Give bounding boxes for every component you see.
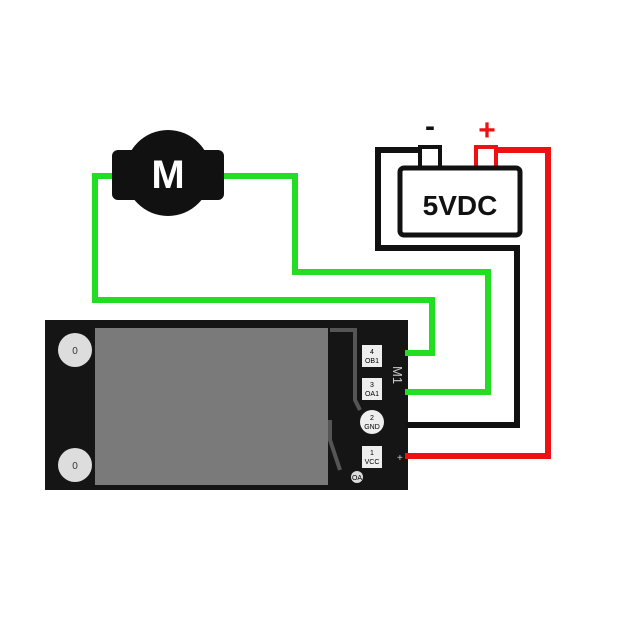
pin-number: 3 <box>370 382 374 389</box>
ground-wire <box>375 147 520 428</box>
mounting-hole <box>58 333 92 367</box>
mounting-hole <box>58 448 92 482</box>
pin-number: 4 <box>370 349 374 356</box>
minus-sign: - <box>425 110 435 143</box>
vcc-mark: + <box>397 453 403 464</box>
motor-wire-oa1 <box>215 173 491 395</box>
driver-chip-area <box>95 328 328 485</box>
pin-name: OB1 <box>365 358 379 365</box>
pin-name: GND <box>364 424 380 431</box>
via <box>351 471 363 483</box>
vcc-wire <box>405 147 551 459</box>
pcb-trace <box>330 328 362 411</box>
motor: M <box>112 130 224 216</box>
motor-wire-ob1 <box>92 173 435 356</box>
pcb-trace <box>328 420 342 471</box>
plus-sign: + <box>478 114 496 147</box>
driver-board: 0 0 4 OB1 3 OA1 2 GND 1 VCC OA M1 + <box>45 320 408 490</box>
hole-label: 0 <box>72 346 78 357</box>
pin-pad-3 <box>362 378 382 400</box>
pin-pad-2 <box>360 410 384 434</box>
silkscreen-label: M1 <box>390 366 405 384</box>
via-label: OA <box>352 475 362 482</box>
pin-pad-1 <box>362 446 382 468</box>
pin-number: 2 <box>370 415 374 422</box>
hole-label: 0 <box>72 461 78 472</box>
pin-name: OA1 <box>365 391 379 398</box>
pin-pad-4 <box>362 345 382 367</box>
power-supply-box <box>397 165 523 238</box>
power-label: 5VDC <box>423 190 498 221</box>
pin-name: VCC <box>365 459 380 466</box>
motor-label: M <box>151 153 184 197</box>
motor-body <box>125 130 211 216</box>
pin-number: 1 <box>370 450 374 457</box>
power-supply: 5VDC - + <box>397 110 523 238</box>
